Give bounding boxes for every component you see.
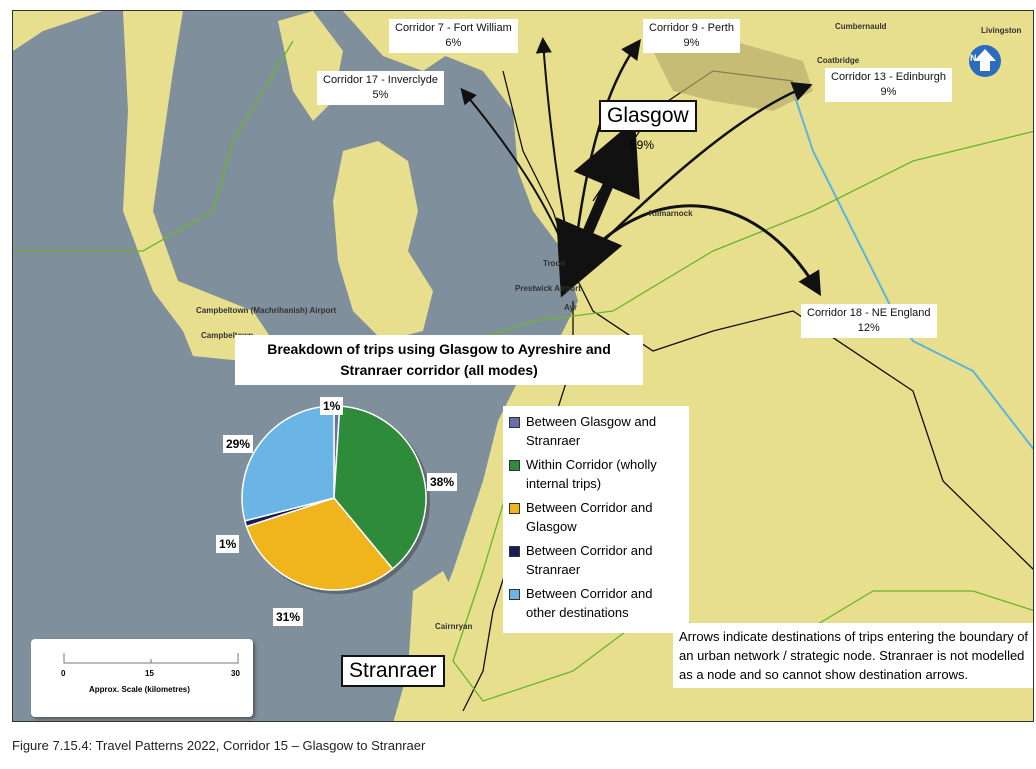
place-label: Cumbernauld [835, 22, 887, 31]
destination-arrows [460, 37, 822, 298]
arran [333, 141, 433, 341]
pie-chart [241, 405, 430, 594]
scale-label: Approx. Scale (kilometres) [89, 685, 190, 694]
legend-swatch [509, 460, 520, 471]
pie-label: 38% [427, 473, 458, 491]
place-label: Livingston [981, 26, 1022, 35]
legend-item: Within Corridor (wholly internal trips) [507, 455, 685, 493]
place-label: Campbeltown [201, 331, 254, 340]
pie-label: 1% [320, 397, 344, 415]
pie-slice [333, 405, 427, 570]
legend-item: Between Corridor and other destinations [507, 584, 685, 622]
place-label: Prestwick Airport [515, 284, 581, 293]
pie-slice [241, 405, 335, 522]
legend-swatch [509, 589, 520, 600]
place-label: Kilmarnock [649, 209, 693, 218]
pie-title: Breakdown of trips using Glasgow to Ayre… [235, 335, 643, 385]
rhins [393, 571, 613, 721]
map-note: Arrows indicate destinations of trips en… [673, 623, 1033, 688]
place-label: Troon [543, 259, 566, 268]
legend-swatch [509, 546, 520, 557]
kintyre [123, 11, 273, 361]
legend-item: Between Corridor and Glasgow [507, 498, 685, 536]
glasgow-node-label: Glasgow [599, 100, 697, 132]
legend-item: Between Corridor and Stranraer [507, 541, 685, 579]
pie-label: 31% [273, 608, 304, 626]
pie-legend: Between Glasgow and Stranraer Within Cor… [503, 406, 689, 633]
scale-tick: 0 [61, 669, 66, 678]
legend-swatch [509, 417, 520, 428]
figure-caption: Figure 7.15.4: Travel Patterns 2022, Cor… [12, 738, 426, 753]
urban-area [653, 41, 813, 111]
north-label: N [970, 53, 977, 63]
stranraer-label: Stranraer [341, 655, 445, 687]
pie-label: 1% [216, 535, 240, 553]
pie-label: 29% [223, 435, 254, 453]
scale-tick: 30 [231, 669, 240, 678]
scale-bar: 0 15 30 Approx. Scale (kilometres) [31, 639, 253, 717]
place-label: Coatbridge [817, 56, 860, 65]
scale-tick: 15 [145, 669, 154, 678]
map: Campbeltown (Machrihanish) Airport Campb… [12, 10, 1034, 722]
scale-ruler [63, 653, 239, 664]
north-arrow [969, 45, 1001, 77]
place-label: Campbeltown (Machrihanish) Airport [196, 306, 337, 315]
glasgow-pct: 59% [630, 138, 655, 152]
place-label: Ayr [564, 303, 578, 312]
legend-swatch [509, 503, 520, 514]
pie-slice [245, 497, 394, 591]
legend-item: Between Glasgow and Stranraer [507, 412, 685, 450]
place-label: Cairnryan [435, 622, 473, 631]
